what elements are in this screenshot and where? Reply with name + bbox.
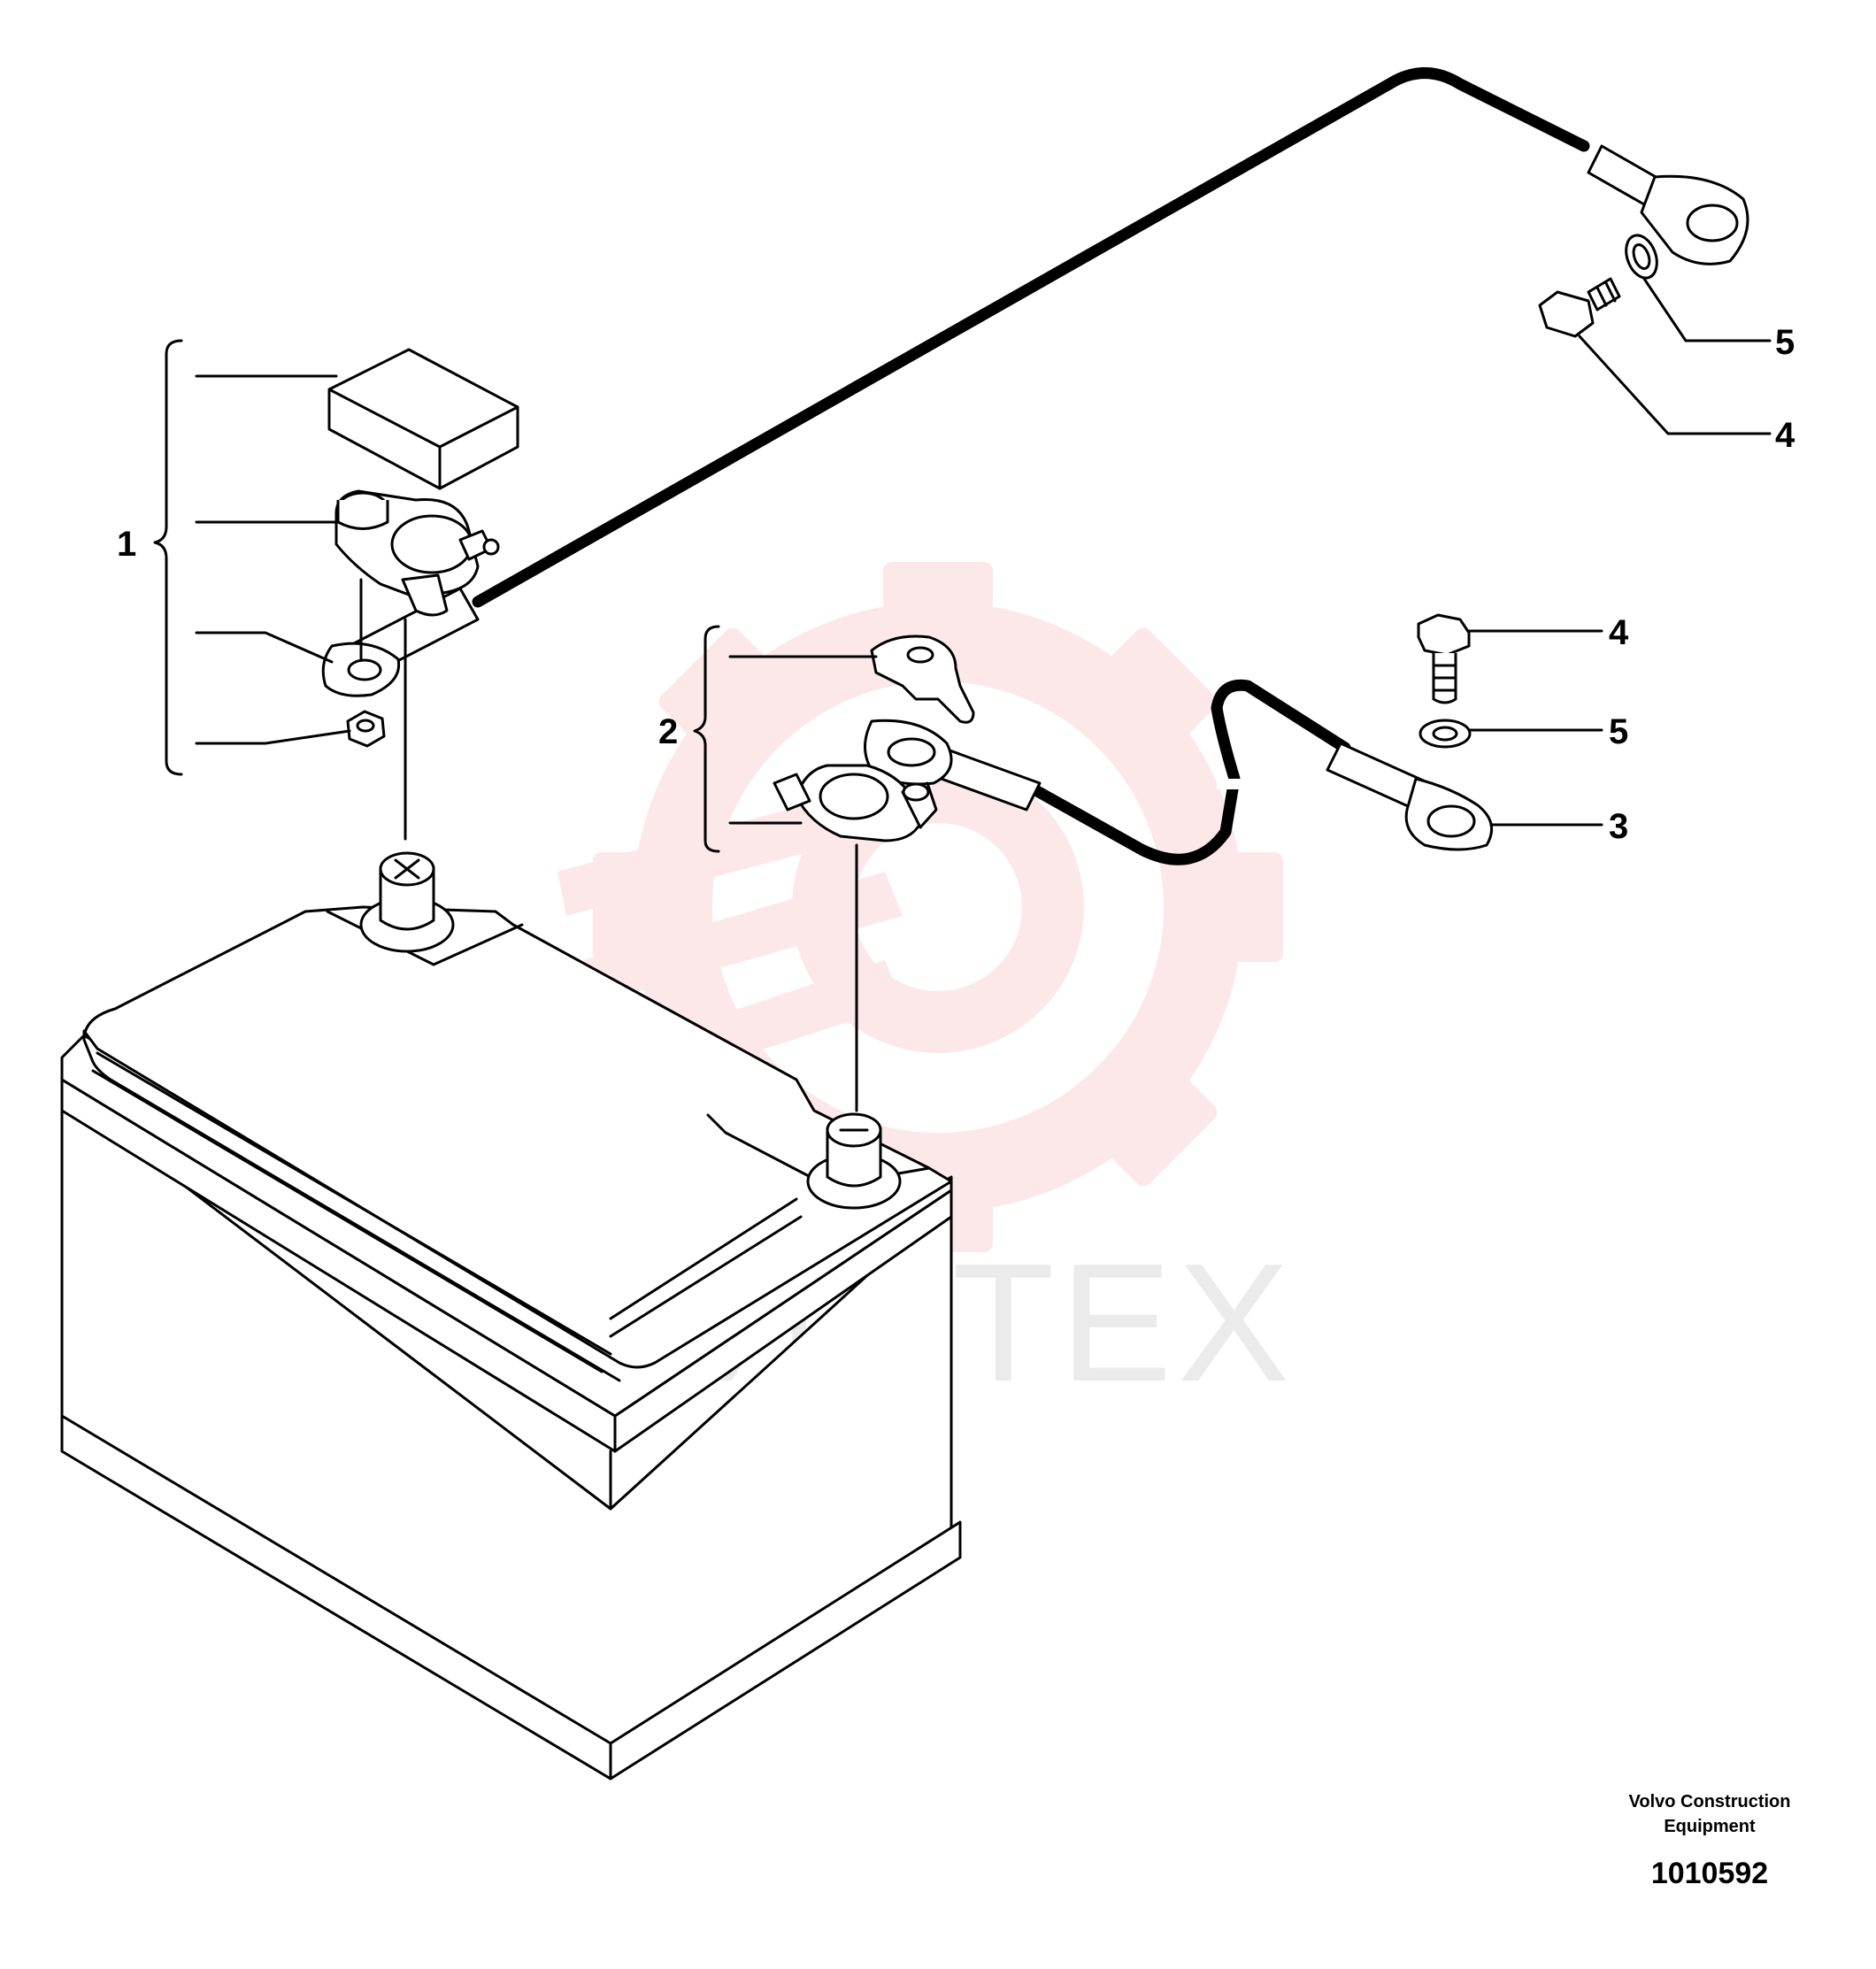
positive-cable bbox=[330, 67, 1749, 688]
battery-positive-terminal bbox=[359, 851, 455, 953]
callout-3: 3 bbox=[1609, 807, 1628, 846]
battery bbox=[60, 851, 962, 1781]
wing-nut bbox=[870, 635, 975, 724]
negative-cable bbox=[864, 679, 1494, 865]
callout-4-upper: 4 bbox=[1775, 416, 1795, 455]
callout-2: 2 bbox=[658, 712, 678, 751]
kit-1-parts bbox=[321, 348, 519, 748]
leader-lines bbox=[153, 277, 1772, 1112]
callout-5-lower: 5 bbox=[1609, 712, 1628, 751]
document-number: 1010592 bbox=[1651, 1857, 1768, 1890]
upper-bolt bbox=[1538, 277, 1621, 338]
nut bbox=[346, 710, 386, 748]
positive-clamp bbox=[334, 489, 500, 617]
kit-2-parts bbox=[773, 635, 975, 842]
upper-lock-washer bbox=[1625, 234, 1658, 280]
credit-line-1: Volvo Construction bbox=[1629, 1792, 1791, 1811]
callout-5-upper: 5 bbox=[1775, 323, 1795, 362]
credit-line-2: Equipment bbox=[1664, 1817, 1756, 1836]
terminal-cover bbox=[327, 348, 519, 490]
lower-lock-washer bbox=[1419, 719, 1472, 749]
callout-1: 1 bbox=[117, 525, 136, 564]
negative-clamp bbox=[773, 764, 938, 842]
callout-4-lower: 4 bbox=[1609, 613, 1629, 652]
battery-negative-terminal bbox=[806, 1112, 902, 1210]
lower-bolt bbox=[1417, 613, 1471, 704]
